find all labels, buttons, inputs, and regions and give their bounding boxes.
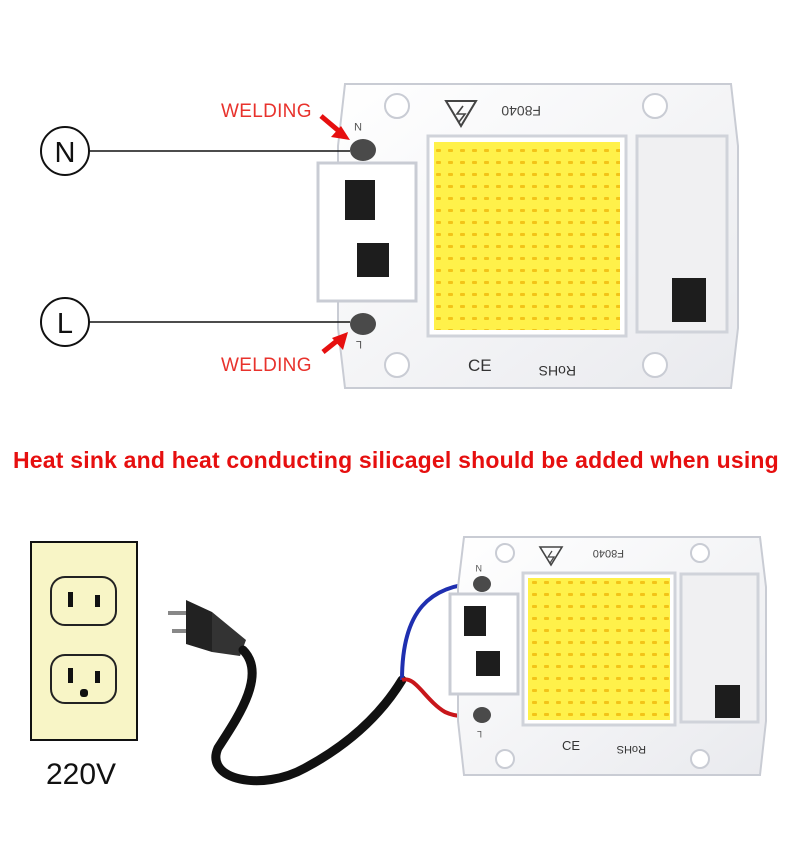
pcb-code: F8040 [593,547,624,559]
voltage-label: 220V [46,758,117,791]
live-terminal-label: L [57,308,73,340]
solder-pad-n [473,576,491,592]
mount-hole [495,749,515,769]
power-plug [168,600,246,656]
driver-chip [345,180,375,220]
cob-led-array [528,578,670,720]
pad-mark-l: L [356,338,362,350]
mount-hole [384,352,410,378]
power-cable [211,645,407,786]
welding-label-bottom: WELDING [221,355,312,376]
driver-chip [464,606,486,636]
ce-mark: CE [468,356,492,375]
mount-hole [495,543,515,563]
mount-hole [642,352,668,378]
wall-outlet [30,541,138,741]
socket-lower [50,654,117,704]
capacitor-chip [715,685,740,718]
rectifier-chip [476,651,500,676]
mount-hole [384,93,410,119]
solder-pad-l [350,313,376,335]
rectifier-chip [357,243,389,277]
neutral-terminal-label: N [55,137,76,169]
solder-pad-n [350,139,376,161]
capacitor-chip [672,278,706,322]
socket-upper [50,576,117,626]
solder-pad-l [473,707,491,723]
warning-icon [538,546,564,567]
driver-area [448,592,520,696]
mount-hole [690,543,710,563]
heat-sink-notice: Heat sink and heat conducting silicagel … [13,447,779,473]
warning-icon [444,100,478,128]
mount-hole [690,749,710,769]
outlet-plate [30,541,138,741]
welding-arrow-bottom [321,332,348,354]
led-module-bottom: N L F8040 CE RoHS [448,536,767,776]
welding-arrow-top [319,114,350,140]
welding-label-top: WELDING [221,101,312,122]
mount-hole [642,93,668,119]
pad-mark-l: L [477,729,482,739]
pad-mark-n: N [476,563,483,573]
pad-mark-n: N [354,120,362,132]
component-area [635,134,729,334]
rohs-mark: RoHS [617,743,646,755]
pcb-code: F8040 [501,103,541,119]
rohs-mark: RoHS [539,363,576,379]
led-module-top: N L F8040 CE RoHS [316,83,739,389]
ce-mark: CE [562,738,580,753]
cob-led-array [434,142,620,330]
